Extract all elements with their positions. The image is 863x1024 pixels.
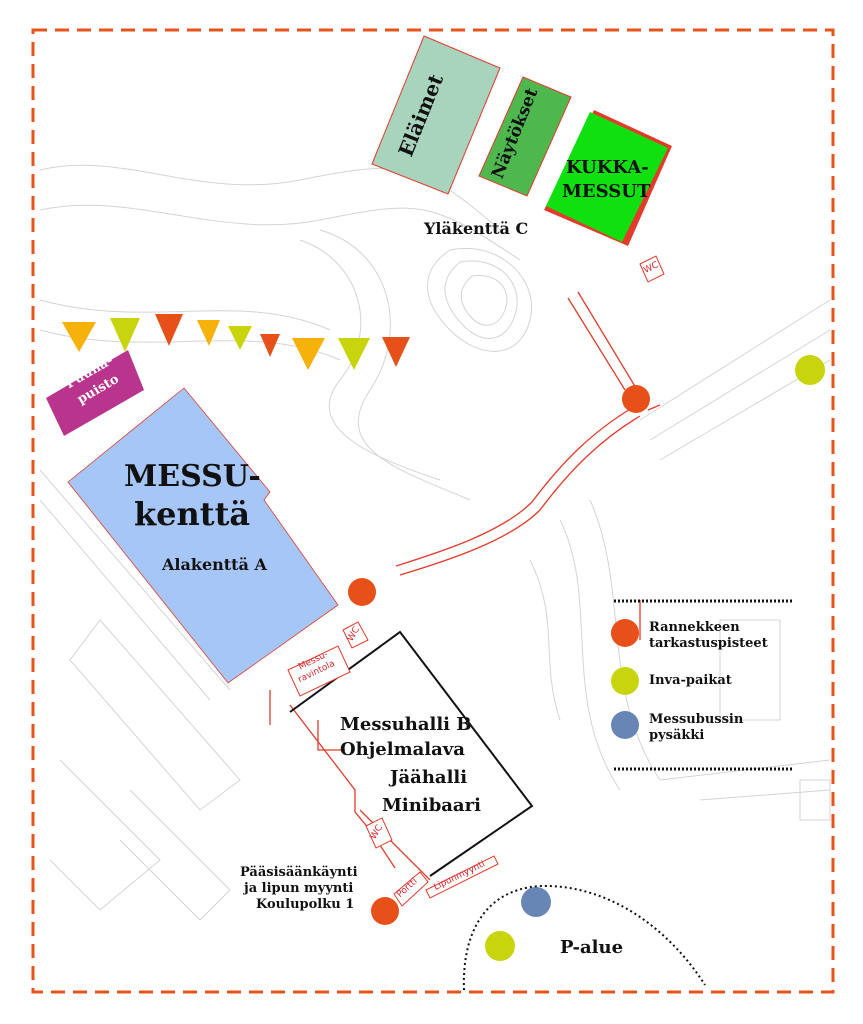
checkpoint-marker-main	[371, 897, 399, 925]
legend-checkpoint-icon	[611, 619, 639, 647]
bunting-flags	[62, 314, 410, 370]
messukentta-area	[67, 387, 339, 684]
legend-checkpoint-line-2: tarkastuspisteet	[649, 635, 768, 651]
map-frame	[31, 28, 835, 994]
kukkamessut-label-1: KUKKA-	[566, 157, 649, 178]
naytokset-area	[478, 76, 572, 197]
messuhalli-label: Messuhalli B	[340, 714, 472, 735]
legend-checkpoint-label: Rannekkeen tarkastuspisteet	[649, 620, 768, 651]
ohjelmalava-label: Ohjelmalava	[340, 739, 465, 760]
kukkamessut-label-2: MESSUT	[562, 181, 651, 202]
parking-label: P-alue	[560, 937, 624, 958]
legend-bus-label: Messubussin pysäkki	[649, 712, 743, 743]
main-entrance-label-2: ja lipun myynti	[244, 881, 354, 896]
legend-bus-line-2: pysäkki	[649, 727, 705, 743]
legend-inva-label: Inva-paikat	[649, 673, 732, 688]
road-lines	[269, 291, 661, 881]
messukentta-label-2: kenttä	[134, 495, 251, 533]
ylakentta-label: Yläkenttä C	[424, 219, 529, 238]
inva-marker-east	[795, 355, 825, 385]
inva-marker-parking	[485, 931, 515, 961]
main-entrance-label-1: Pääsisäänkäynti	[240, 865, 358, 880]
facility-boxes	[287, 255, 665, 907]
punhapuisto-area	[46, 350, 144, 436]
checkpoint-marker-east	[622, 385, 650, 413]
legend-checkpoint-line-1: Rannekkeen	[649, 620, 740, 635]
checkpoint-marker-mid	[348, 578, 376, 606]
elaimet-area	[371, 35, 501, 195]
legend-bus-icon	[611, 711, 639, 739]
main-entrance-label-3: Koulupolku 1	[256, 897, 355, 912]
messukentta-label-1: MESSU-	[124, 459, 261, 494]
jaahalli-label: Jäähalli	[390, 767, 468, 788]
bus-stop-marker	[521, 887, 551, 917]
legend-bus-line-1: Messubussin	[649, 712, 744, 727]
alakentta-label: Alakenttä A	[162, 555, 267, 574]
kukkamessut-area	[546, 112, 668, 242]
minibaari-label: Minibaari	[382, 795, 481, 816]
parking-boundary	[462, 884, 706, 991]
legend-inva-icon	[611, 667, 639, 695]
